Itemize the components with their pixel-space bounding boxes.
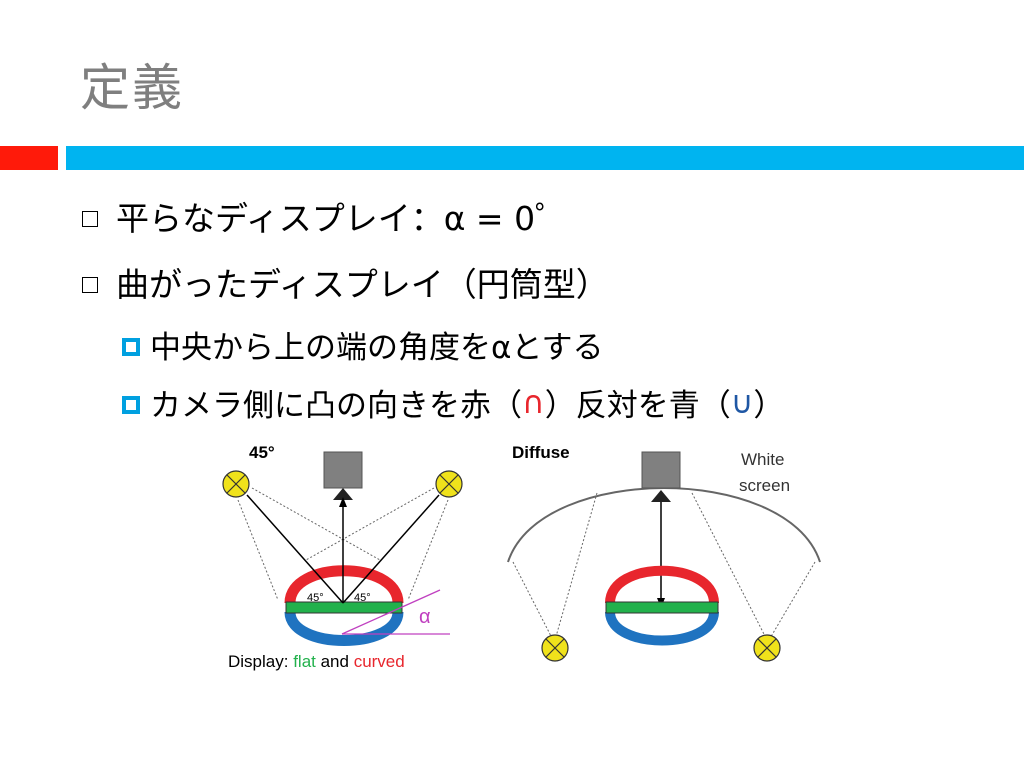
subbullet-orientation: カメラ側に凸の向きを赤（∩）反対を青（∪）: [122, 380, 784, 425]
lamp-icon: [435, 470, 463, 498]
dotted-line: [691, 492, 768, 641]
bullet-curved-display: 曲がったディスプレイ（円筒型）: [82, 258, 609, 306]
camera-lens-icon: [651, 490, 671, 502]
bullet-text: 曲がったディスプレイ（円筒型）: [116, 265, 609, 304]
inner-angle-right: 45°: [354, 592, 371, 604]
subbullet-angle-definition: 中央から上の端の角度をαとする: [122, 322, 604, 367]
figure-45-degree: 45° 45° 45°: [222, 443, 463, 671]
dotted-line: [768, 561, 816, 641]
figure-diffuse: Diffuse White screen: [507, 443, 821, 662]
camera-body-icon: [641, 451, 681, 489]
page-title: 定義: [80, 59, 184, 117]
camera-body-icon: [323, 451, 363, 489]
dotted-line: [251, 487, 381, 561]
dotted-line: [554, 492, 598, 641]
alpha-label: α: [419, 606, 431, 628]
bullet-square-icon: [82, 277, 98, 293]
subbullet-square-icon: [122, 395, 140, 414]
subbullet-text: 中央から上の端の角度をαとする: [150, 330, 604, 366]
accent-bar-blue: [66, 146, 1024, 170]
arrow-head-icon: [339, 497, 347, 507]
dotted-line: [237, 499, 279, 601]
subbullet-text: ）: [753, 388, 785, 424]
bullet-flat-display: 平らなディスプレイ：α = 0゜: [82, 192, 568, 240]
angle-label: 45°: [249, 443, 275, 462]
inner-angle-left: 45°: [307, 592, 324, 604]
alpha-tangent-line: [341, 589, 441, 635]
diffuse-label: Diffuse: [512, 443, 570, 462]
flat-display: [285, 601, 403, 614]
lamp-icon: [753, 634, 781, 662]
subbullet-text: カメラ側に凸の向きを赤（: [150, 388, 522, 424]
bullet-square-icon: [82, 211, 98, 227]
dotted-line: [512, 561, 554, 641]
screen-label-line2: screen: [739, 476, 790, 495]
bullet-text: 平らなディスプレイ：α = 0゜: [116, 199, 569, 238]
figure-caption: Display: flat and curved: [228, 652, 405, 671]
blue-concave-arc: [284, 610, 404, 646]
reflected-ray: [342, 494, 440, 604]
accent-bar-red: [0, 146, 58, 170]
lamp-icon: [541, 634, 569, 662]
red-convex-arc: [605, 565, 719, 604]
screen-label-line1: White: [741, 450, 784, 469]
dotted-line: [407, 499, 449, 601]
cap-symbol: ∩: [522, 384, 545, 421]
subbullet-text: ）反対を青（: [544, 388, 731, 424]
camera-lens-icon: [333, 488, 353, 500]
blue-concave-arc: [605, 611, 719, 646]
red-convex-arc: [284, 565, 404, 604]
flat-display: [605, 601, 719, 614]
dotted-line: [305, 487, 435, 561]
cup-symbol: ∪: [730, 384, 754, 421]
subbullet-square-icon: [122, 337, 140, 356]
incident-ray: [246, 494, 344, 604]
lamp-icon: [222, 470, 250, 498]
